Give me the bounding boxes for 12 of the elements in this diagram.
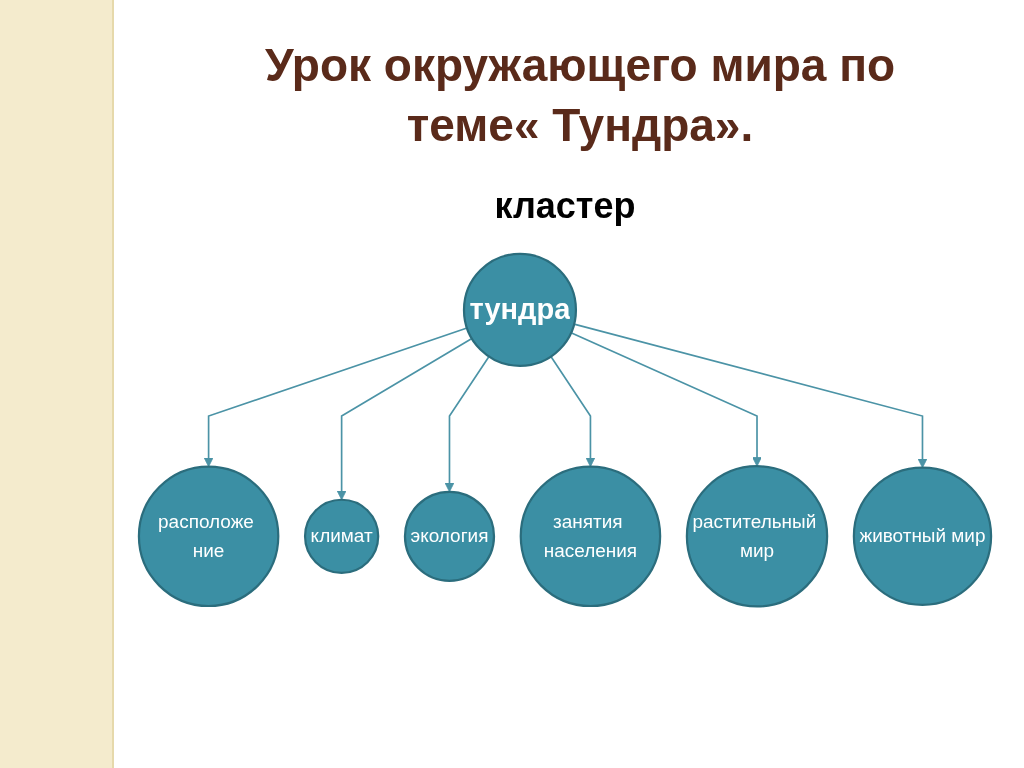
arrow [550, 355, 596, 468]
arrow [570, 331, 762, 467]
diagram-label: кластер [494, 185, 636, 227]
title: Урок окружающего мира по теме« Тундра». [263, 38, 897, 153]
node-circle: экология [403, 490, 496, 582]
node-circle: растительный мир [685, 465, 829, 608]
node-circle: занятия населения [519, 465, 662, 608]
node-circle: расположе ние [137, 465, 280, 608]
node-circle: климат [303, 498, 380, 574]
node-circle: тундра [462, 252, 578, 367]
arrow [573, 323, 928, 469]
node-circle: животный мир [852, 466, 993, 607]
